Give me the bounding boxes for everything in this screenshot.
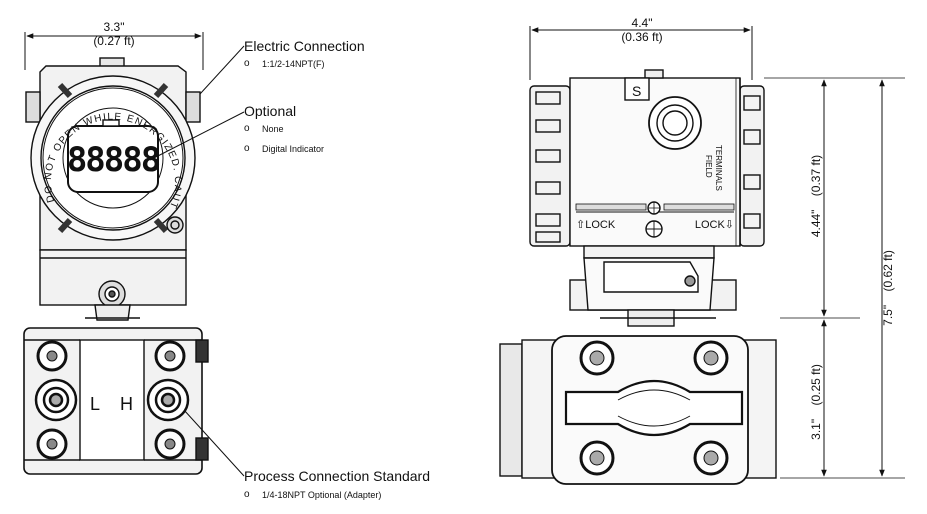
housing-s-label: S (632, 83, 641, 99)
left-front-view (23, 32, 245, 477)
left-width-inches: 3.3" (103, 20, 125, 34)
option-bullet: o (244, 58, 250, 69)
right-width-feet: (0.36 ft) (621, 30, 663, 44)
lower-height-dimension: 3.1" (0.25 ft) (809, 352, 823, 452)
process-connection-title: Process Connection Standard (244, 468, 430, 484)
total-height-feet: (0.62 ft) (881, 250, 895, 292)
total-height-inches: 7.5" (881, 304, 895, 326)
left-width-feet: (0.27 ft) (93, 34, 135, 48)
optional-title: Optional (244, 103, 297, 119)
right-side-view (499, 26, 905, 485)
process-option-1: o 1/4-18NPT Optional (Adapter) (244, 490, 381, 500)
electric-option-1: o 1:1/2-14NPT(F) (244, 59, 325, 69)
lock-left-label: ⇧LOCK (576, 219, 616, 231)
right-width-dimension: 4.4" (0.36 ft) (592, 17, 692, 43)
display-digits: 88888 (67, 140, 160, 180)
lower-height-inches: 3.1" (809, 418, 823, 440)
optional-option-digital-label: Digital Indicator (262, 143, 325, 154)
optional-option-digital: o Digital Indicator (244, 144, 324, 154)
optional-option-none: o None (244, 124, 284, 134)
upper-height-feet: (0.37 ft) (809, 154, 823, 197)
upper-height-dimension: 4.44" (0.37 ft) (809, 146, 823, 246)
high-side-letter: H (120, 394, 133, 414)
option-bullet: o (244, 123, 250, 134)
right-width-inches: 4.4" (631, 16, 653, 30)
option-bullet: o (244, 143, 250, 154)
lock-right-label: LOCK⇩ (695, 219, 734, 231)
process-option-1-label: 1/4-18NPT Optional (Adapter) (262, 489, 382, 500)
optional-option-none-label: None (262, 123, 284, 134)
total-height-dimension: 7.5" (0.62 ft) (881, 238, 895, 338)
upper-height-inches: 4.44" (809, 209, 823, 238)
field-terminals-label: FIELD (704, 155, 713, 178)
field-terminals-label-line2: TERMINALS (714, 145, 723, 191)
left-width-dimension: 3.3" (0.27 ft) (64, 21, 164, 47)
low-side-letter: L (90, 394, 100, 414)
electric-option-1-label: 1:1/2-14NPT(F) (262, 58, 325, 69)
option-bullet: o (244, 489, 250, 500)
lower-height-feet: (0.25 ft) (809, 364, 823, 406)
electric-connection-title: Electric Connection (244, 38, 365, 54)
